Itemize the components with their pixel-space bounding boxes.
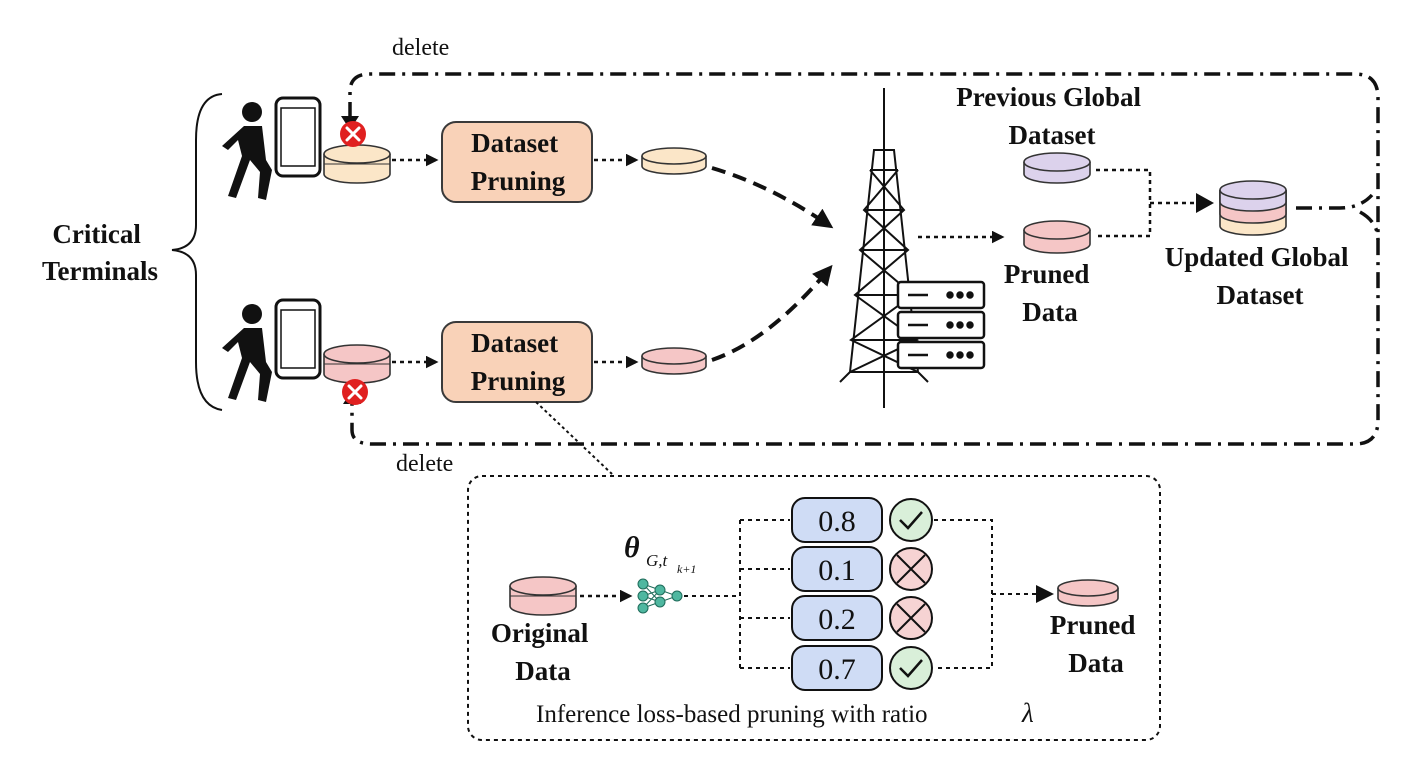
score-pill: 0.2 <box>791 595 883 641</box>
person-icon <box>222 102 272 200</box>
feedback-loop <box>348 72 1380 446</box>
loop-to-updated <box>1296 193 1374 210</box>
drop-cross-icon <box>889 596 933 640</box>
drop-cross-icon <box>889 547 933 591</box>
pruned-data-label: Pruned Data <box>1004 259 1096 327</box>
score-pill: 0.7 <box>791 645 883 691</box>
detail-caption-symbol: λ <box>1021 698 1034 728</box>
delete-badge-icon <box>340 121 366 147</box>
model-parameter-subsubscript: k+1 <box>677 562 696 576</box>
phone-icon <box>274 298 322 380</box>
delete-label-top: delete <box>392 35 449 61</box>
delete-label-bottom: delete <box>396 451 453 477</box>
critical-terminals-label: Critical Terminals <box>42 219 158 286</box>
pruned-dataset-top <box>641 147 707 175</box>
score-pill: 0.1 <box>791 546 883 592</box>
svg-text:0.8: 0.8 <box>818 505 856 538</box>
merge-arrow-head <box>1196 193 1214 213</box>
previous-global-dataset <box>1023 152 1091 184</box>
person-icon <box>222 304 272 402</box>
updated-global-dataset <box>1219 180 1287 236</box>
previous-global-label: Previous Global Dataset <box>956 82 1148 150</box>
svg-text:0.2: 0.2 <box>818 603 856 636</box>
original-data-dataset <box>509 576 577 616</box>
pruned-dataset-bottom <box>641 347 707 375</box>
local-dataset-bottom <box>323 344 391 384</box>
pruned-data-dataset <box>1023 220 1091 254</box>
dataset-pruning-box-top: Dataset Pruning <box>441 121 593 203</box>
detail-pruned-data-label: Pruned Data <box>1050 610 1142 678</box>
fanin-connector <box>934 519 1040 669</box>
dataset-pruning-box-bottom: Dataset Pruning <box>441 321 593 403</box>
fanin-arrow-head <box>1036 585 1054 603</box>
delete-badge-icon <box>342 379 368 405</box>
server-icon <box>896 280 986 370</box>
keep-check-icon <box>889 498 933 542</box>
updated-global-label: Updated Global Dataset <box>1165 242 1356 310</box>
score-pill: 0.8 <box>791 497 883 543</box>
fanout-connector <box>684 519 790 669</box>
zoom-connector <box>535 401 613 475</box>
model-parameter-label: θ <box>624 531 640 564</box>
detail-caption: Inference loss-based pruning with ratio <box>536 701 928 728</box>
svg-text:0.1: 0.1 <box>818 554 856 587</box>
neural-network-icon <box>637 578 683 614</box>
keep-check-icon <box>889 646 933 690</box>
phone-icon <box>274 96 322 178</box>
arrow-upload-top <box>711 166 834 229</box>
local-dataset-top <box>323 144 391 184</box>
loop-from-updated-low <box>1359 210 1380 241</box>
terminals-brace <box>171 93 223 411</box>
svg-text:Dataset Pruning: Dataset Pruning <box>471 328 566 396</box>
arrow-upload-bottom <box>711 264 833 362</box>
merge-connector <box>1096 168 1212 238</box>
detail-pruned-dataset <box>1057 579 1119 607</box>
original-data-label: Original Data <box>491 618 595 686</box>
svg-text:0.7: 0.7 <box>818 653 856 686</box>
model-parameter-subscript: G,t <box>646 551 669 570</box>
svg-text:Dataset Pruning: Dataset Pruning <box>471 128 566 196</box>
